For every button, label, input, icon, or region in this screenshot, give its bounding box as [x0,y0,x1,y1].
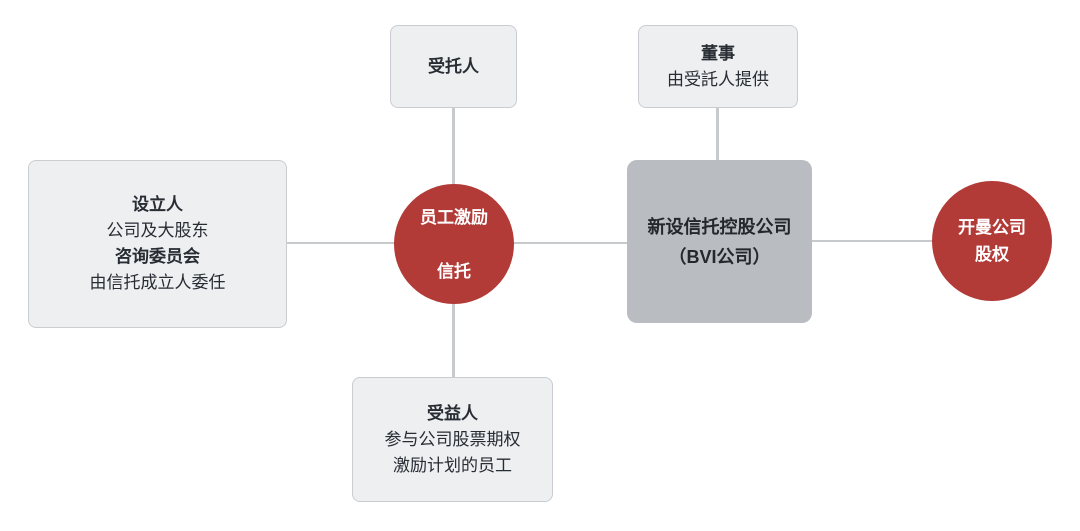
bvi-company-line-2: （BVI公司） [668,246,771,267]
connector-trustee-trust [452,107,455,187]
beneficiary-title: 受益人 [427,403,478,423]
settlor-line-1: 设立人 [132,195,183,214]
connector-settlor-trust [284,242,396,244]
settlor-line-3: 咨询委员会 [115,247,200,266]
node-beneficiary: 受益人 参与公司股票期权 激励计划的员工 [352,377,553,502]
beneficiary-line-2: 激励计划的员工 [393,455,512,475]
cayman-circle-line-2: 股权 [975,245,1009,264]
node-trust-circle: 员工激励 信托 [394,184,514,304]
settlor-line-4: 由信托成立人委任 [89,273,226,292]
cayman-circle-line-1: 开曼公司 [958,218,1026,237]
trust-circle-line-2: 信托 [437,261,471,281]
director-subtitle: 由受託人提供 [667,69,769,89]
bvi-company-line-1: 新设信托控股公司 [647,216,792,237]
connector-director-bvi [716,107,719,161]
settlor-line-2: 公司及大股东 [106,221,209,240]
trustee-title: 受托人 [428,56,479,76]
beneficiary-line-1: 参与公司股票期权 [384,429,521,449]
connector-trust-bvi [513,242,628,244]
node-settlor: 设立人 公司及大股东 咨询委员会 由信托成立人委任 [28,160,287,328]
node-director: 董事 由受託人提供 [638,25,798,108]
node-bvi-company: 新设信托控股公司 （BVI公司） [627,160,812,323]
director-title: 董事 [701,43,735,63]
trust-circle-line-1: 员工激励 [420,207,488,227]
node-cayman-circle: 开曼公司 股权 [932,181,1052,301]
node-trustee: 受托人 [390,25,517,108]
connector-bvi-cayman [810,240,933,242]
connector-trust-beneficiary [452,302,455,378]
